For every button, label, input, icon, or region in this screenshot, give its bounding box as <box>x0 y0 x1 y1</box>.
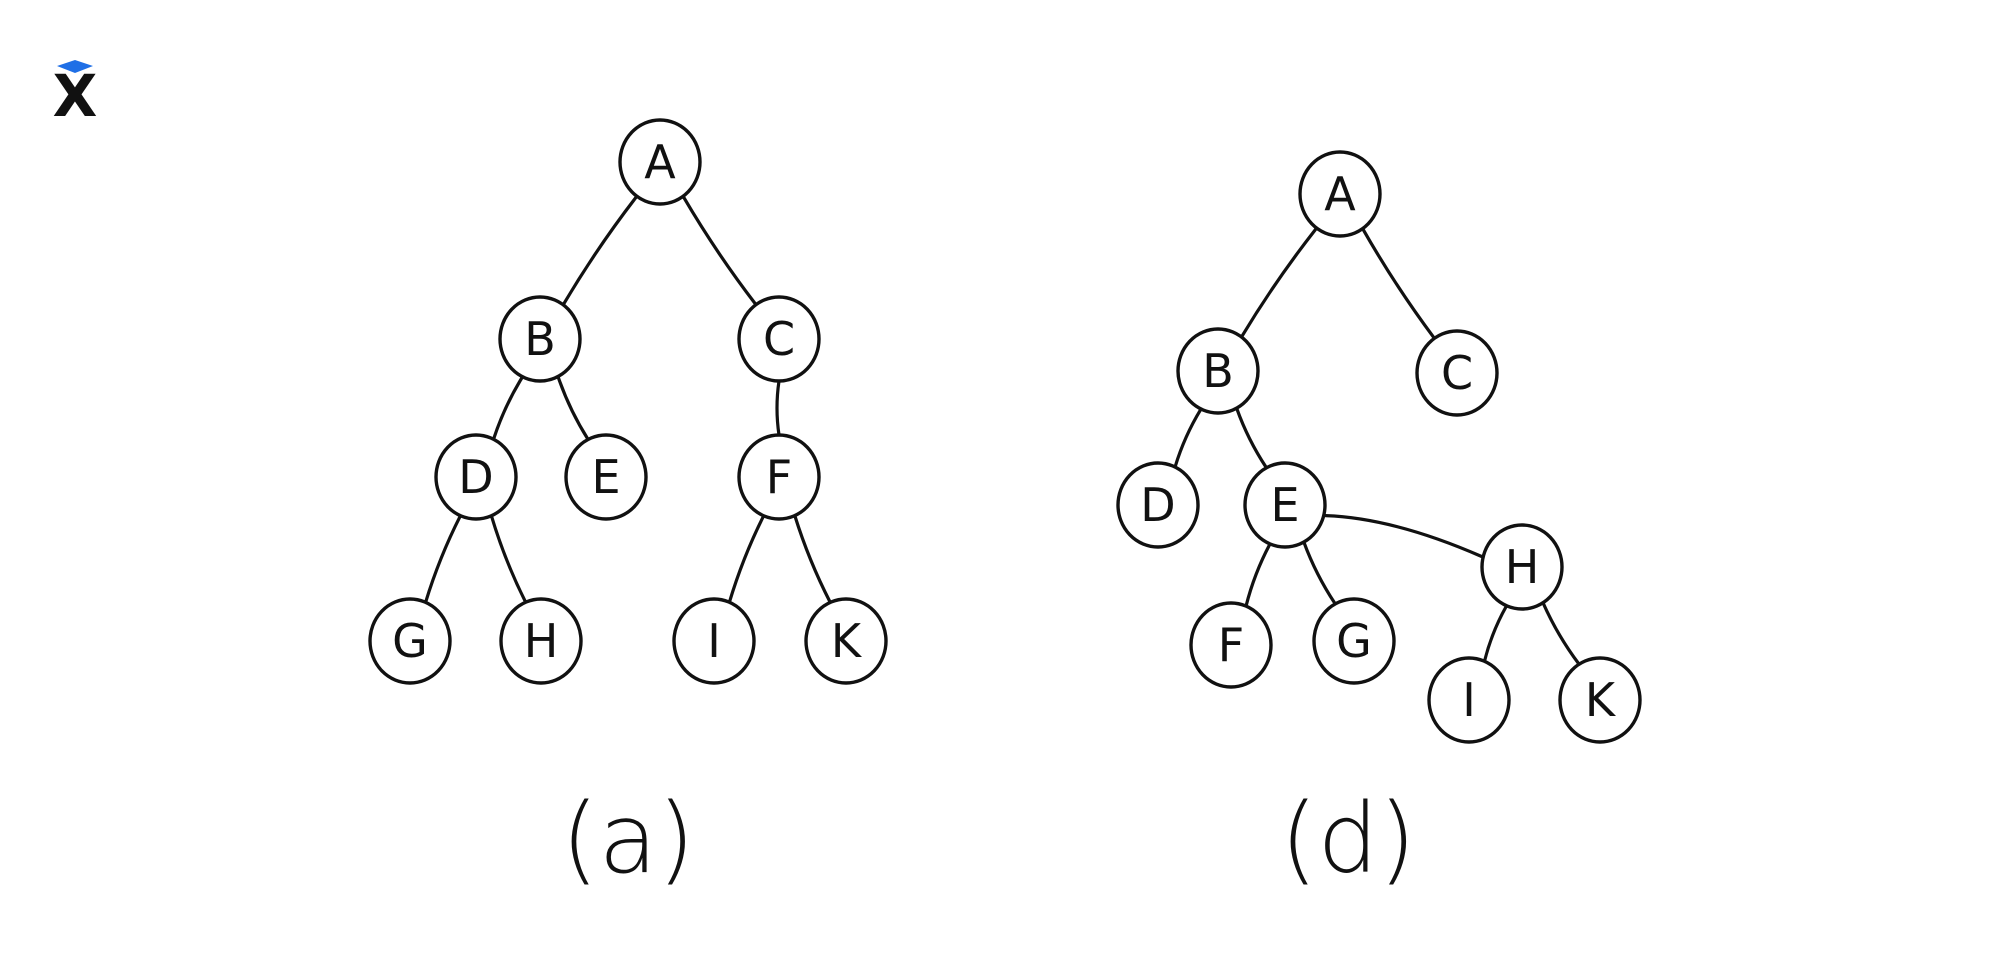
node-a-H: H <box>499 597 583 685</box>
node-a-D: D <box>434 433 518 521</box>
edge-d-A-C <box>1361 227 1436 340</box>
node-label-a-A: A <box>644 135 676 189</box>
edge-a-B-D <box>492 375 524 441</box>
edge-a-A-C <box>681 195 758 306</box>
node-circle-a-H <box>499 597 583 685</box>
node-label-a-I: I <box>707 614 721 668</box>
node-label-d-I: I <box>1462 673 1476 727</box>
node-label-d-F: F <box>1218 618 1244 672</box>
node-circle-d-A <box>1298 150 1382 238</box>
node-d-H: H <box>1480 523 1564 611</box>
node-label-a-B: B <box>524 312 556 366</box>
caption-d: (d) <box>1280 783 1416 895</box>
node-d-I: I <box>1427 656 1511 744</box>
node-a-F: F <box>737 433 821 521</box>
node-label-d-A: A <box>1324 167 1356 221</box>
node-d-E: E <box>1243 461 1327 549</box>
node-label-d-C: C <box>1441 346 1473 400</box>
edge-d-A-B <box>1240 226 1318 339</box>
edge-d-B-D <box>1173 407 1203 469</box>
node-label-a-E: E <box>591 450 620 504</box>
node-circle-a-C <box>737 295 821 383</box>
node-circle-d-I <box>1427 656 1511 744</box>
edge-a-F-K <box>793 514 832 604</box>
node-label-a-C: C <box>763 312 795 366</box>
node-label-d-H: H <box>1505 540 1540 594</box>
node-a-A: A <box>618 118 702 206</box>
node-label-d-G: G <box>1336 614 1372 668</box>
edge-a-B-E <box>556 375 590 441</box>
node-circle-a-A <box>618 118 702 206</box>
node-circle-a-B <box>498 295 582 383</box>
edge-a-F-I <box>727 514 766 604</box>
node-label-d-B: B <box>1202 344 1234 398</box>
edge-d-B-E <box>1235 406 1268 470</box>
node-circle-d-D <box>1116 461 1200 549</box>
edge-a-D-G <box>424 514 462 604</box>
logo-accent-mark <box>57 60 93 73</box>
node-circle-a-D <box>434 433 518 521</box>
node-circle-d-H <box>1480 523 1564 611</box>
node-label-a-K: K <box>831 614 863 668</box>
node-circle-d-C <box>1415 329 1499 417</box>
edge-d-E-F <box>1244 542 1272 608</box>
tree-a: A B C D E F G H I K (a) <box>368 118 888 895</box>
node-d-D: D <box>1116 461 1200 549</box>
node-circle-a-I <box>672 597 756 685</box>
node-d-G: G <box>1312 597 1396 685</box>
caption-a: (a) <box>561 783 695 895</box>
node-circle-d-F <box>1189 601 1273 689</box>
edge-a-D-H <box>489 514 528 604</box>
node-a-I: I <box>672 597 756 685</box>
node-a-G: G <box>368 597 452 685</box>
node-d-C: C <box>1415 329 1499 417</box>
node-label-a-D: D <box>458 450 493 504</box>
node-d-B: B <box>1176 327 1260 415</box>
logo-letter: X <box>53 62 98 130</box>
node-a-B: B <box>498 295 582 383</box>
node-d-A: A <box>1298 150 1382 238</box>
node-d-K: K <box>1558 656 1642 744</box>
node-label-d-D: D <box>1140 478 1175 532</box>
node-circle-a-G <box>368 597 452 685</box>
node-label-a-G: G <box>392 614 428 668</box>
x-logo-icon: X <box>53 60 98 130</box>
node-a-K: K <box>804 597 888 685</box>
node-circle-a-E <box>564 433 648 521</box>
edge-d-H-K <box>1541 601 1581 666</box>
node-circle-d-G <box>1312 597 1396 685</box>
node-circle-d-K <box>1558 656 1642 744</box>
edge-a-A-B <box>561 195 639 306</box>
edge-d-E-H <box>1324 514 1483 558</box>
diagram-layer: A B C D E F G H I K (a) A B C D E F G H I K (d) <box>368 118 1642 895</box>
node-a-C: C <box>737 295 821 383</box>
edge-a-C-F <box>775 379 781 437</box>
edge-d-H-I <box>1482 604 1509 663</box>
node-circle-d-E <box>1243 461 1327 549</box>
node-circle-a-F <box>737 433 821 521</box>
node-label-d-K: K <box>1585 673 1617 727</box>
node-label-a-H: H <box>524 614 559 668</box>
node-circle-a-K <box>804 597 888 685</box>
node-d-F: F <box>1189 601 1273 689</box>
edge-d-E-G <box>1302 540 1337 606</box>
tree-d: A B C D E F G H I K (d) <box>1116 150 1642 895</box>
node-a-E: E <box>564 433 648 521</box>
node-label-a-F: F <box>766 450 792 504</box>
node-circle-d-B <box>1176 327 1260 415</box>
node-label-d-E: E <box>1270 478 1299 532</box>
